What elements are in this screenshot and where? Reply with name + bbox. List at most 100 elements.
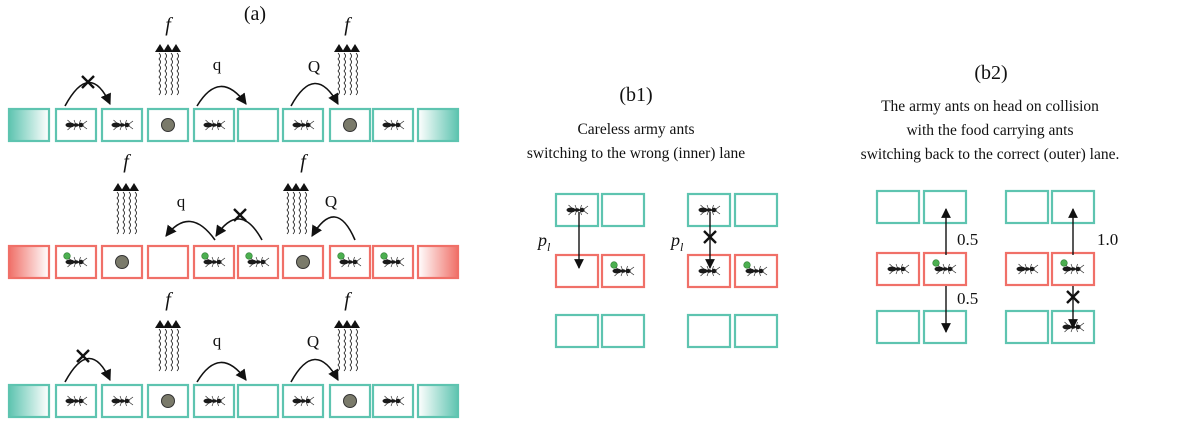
row3-annotations: f q Q f — [64, 289, 360, 383]
pheromone-icon — [283, 183, 309, 235]
lane-end-cell — [7, 244, 51, 280]
ant-icon — [698, 204, 721, 216]
ant-carrying-food-icon — [610, 261, 635, 277]
b1-prob-right: pl — [669, 230, 684, 254]
ant-icon — [65, 119, 88, 131]
pheromone-icon — [155, 44, 181, 96]
lattice-cell — [371, 244, 415, 280]
lattice-cell — [600, 192, 646, 228]
lattice-cell — [686, 313, 732, 349]
f-label: f — [300, 151, 308, 173]
pheromone-icon — [113, 183, 139, 235]
ant-icon — [382, 119, 405, 131]
lattice-cell — [733, 253, 779, 289]
ant-icon — [382, 395, 405, 407]
lattice-cell — [146, 383, 190, 419]
f-label: f — [344, 14, 352, 36]
q-label: q — [213, 55, 222, 74]
q-label: q — [213, 331, 222, 350]
lattice-cell — [600, 253, 646, 289]
ant-icon — [111, 119, 134, 131]
blocked-mark — [76, 349, 90, 363]
lattice-cell — [1004, 251, 1050, 287]
lattice-cell — [192, 383, 236, 419]
ant-carrying-food-icon — [743, 261, 768, 277]
lattice-cell — [328, 383, 372, 419]
lattice-cell — [54, 383, 98, 419]
lane-row-2 — [7, 244, 460, 280]
f-label: f — [165, 14, 173, 36]
ant-carrying-food-icon — [337, 252, 362, 268]
ant-carrying-food-icon — [245, 252, 270, 268]
food-icon — [161, 394, 175, 408]
q-label: q — [177, 192, 186, 211]
b1-cells — [554, 192, 779, 349]
lattice-cell — [192, 244, 236, 280]
ant-icon — [566, 204, 589, 216]
ant-icon — [887, 263, 910, 275]
Q-label: Q — [308, 57, 320, 76]
lattice-cell — [875, 189, 921, 225]
b2-caption-line2: with the food carrying ants — [906, 122, 1073, 139]
lattice-cell — [1004, 309, 1050, 345]
row2-annotations: f q f Q — [113, 151, 356, 241]
ant-icon — [292, 395, 315, 407]
ant-icon — [203, 119, 226, 131]
lattice-cell — [554, 253, 600, 289]
food-icon — [343, 118, 357, 132]
lattice-cell — [875, 309, 921, 345]
lattice-cell — [54, 244, 98, 280]
lattice-cell — [100, 244, 144, 280]
lattice-cell — [733, 192, 779, 228]
lattice-cell — [371, 107, 415, 143]
lattice-cell — [192, 107, 236, 143]
b1-prob-left: pl — [536, 230, 551, 254]
panel-a-label: (a) — [244, 3, 266, 25]
lattice-cell — [100, 107, 144, 143]
b1-caption-line1: Careless army ants — [577, 121, 694, 138]
ant-carrying-food-icon — [380, 252, 405, 268]
ant-icon — [292, 119, 315, 131]
lane-end-cell — [416, 383, 460, 419]
lattice-cell — [236, 383, 280, 419]
f-label: f — [344, 289, 352, 311]
lattice-cell — [328, 244, 372, 280]
b2-prob-up-left: 0.5 — [957, 230, 978, 249]
pheromone-icon — [334, 320, 360, 372]
b2-caption-line3: switching back to the correct (outer) la… — [861, 146, 1120, 163]
lattice-cell — [236, 244, 280, 280]
lattice-cell — [686, 253, 732, 289]
lattice-cell — [733, 313, 779, 349]
ant-icon — [65, 395, 88, 407]
lane-row-3 — [7, 383, 460, 419]
lane-end-cell — [7, 107, 51, 143]
blocked-mark — [1066, 290, 1080, 304]
lattice-cell — [281, 107, 325, 143]
lattice-cell — [922, 251, 968, 287]
blocked-mark — [703, 230, 717, 244]
lane-end-cell — [416, 244, 460, 280]
lattice-cell — [922, 189, 968, 225]
food-icon — [161, 118, 175, 132]
Q-label: Q — [307, 332, 319, 351]
lattice-cell — [875, 251, 921, 287]
b2-prob-down-left: 0.5 — [957, 289, 978, 308]
b1-annotations: pl pl — [536, 212, 717, 269]
ant-icon — [203, 395, 226, 407]
lattice-cell — [371, 383, 415, 419]
lattice-cell — [600, 313, 646, 349]
b2-cells — [875, 189, 1096, 345]
ant-carrying-food-icon — [1060, 259, 1085, 275]
lattice-cell — [281, 244, 325, 280]
food-icon — [296, 255, 310, 269]
lattice-cell — [100, 383, 144, 419]
lane-end-cell — [416, 107, 460, 143]
lattice-cell — [1004, 189, 1050, 225]
row1-annotations: f q Q f — [64, 14, 360, 107]
b2-caption-line1: The army ants on head on collision — [881, 98, 1099, 115]
f-label: f — [165, 289, 173, 311]
lane-row-1 — [7, 107, 460, 143]
pheromone-icon — [155, 320, 181, 372]
